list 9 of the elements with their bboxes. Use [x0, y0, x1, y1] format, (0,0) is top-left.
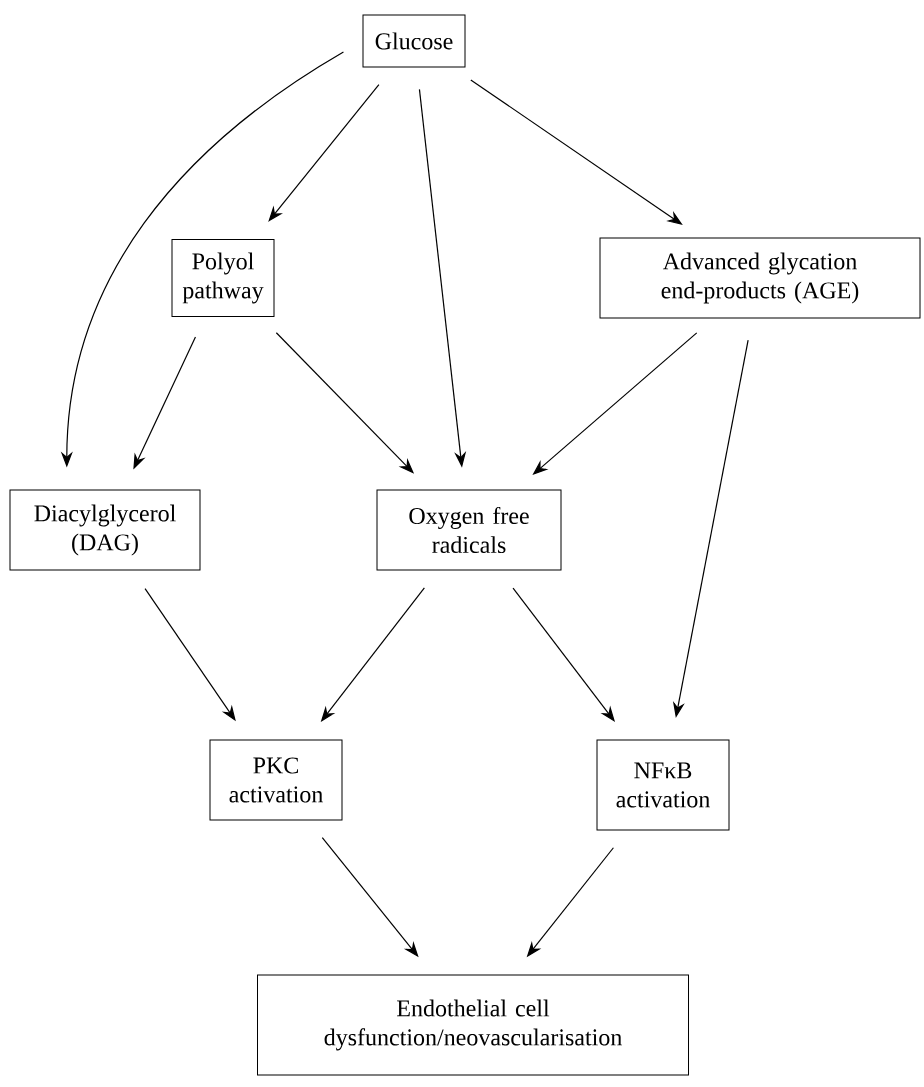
process-box: Endothelial cell dysfunction/neovascularisation: [257, 974, 689, 1076]
arrow: [268, 84, 380, 222]
process-box: Polyol pathway: [171, 239, 275, 317]
process-box: Diacylglycerol (DAG): [9, 489, 201, 571]
process-box: Advanced glycation end-products (AGE): [599, 237, 921, 319]
process-box: Oxygen free radicals: [376, 489, 562, 571]
process-box: NFκB activation: [596, 739, 730, 831]
process-box: Glucose: [362, 14, 466, 68]
process-box: PKC activation: [209, 739, 343, 821]
